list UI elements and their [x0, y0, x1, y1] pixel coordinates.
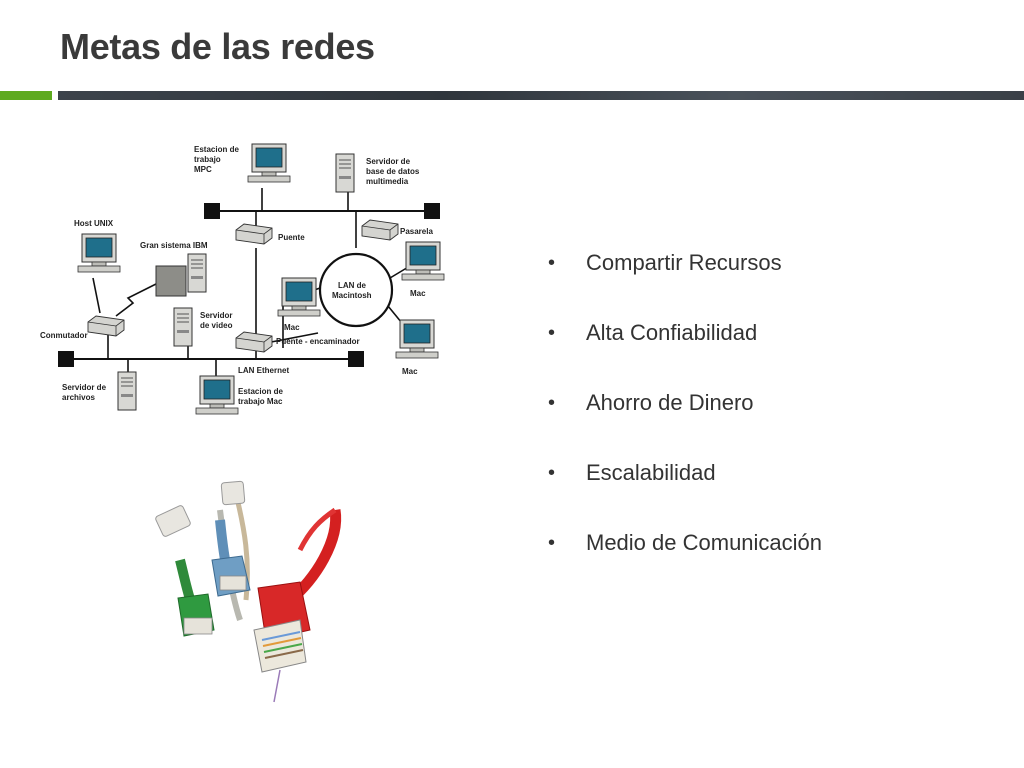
- label-estacion-mpc: Estacion de trabajo MPC: [194, 145, 241, 174]
- gateway-icon: [361, 219, 399, 241]
- title-accent-bar: [0, 91, 52, 100]
- macintosh-lan-ring: [318, 252, 394, 328]
- bus-terminator: [348, 351, 364, 367]
- bus-terminator: [204, 203, 220, 219]
- label-mac-3: Mac: [402, 367, 418, 376]
- bullet-text: Compartir Recursos: [586, 250, 782, 275]
- title-divider-bar: [58, 91, 1024, 100]
- label-host-unix: Host UNIX: [74, 219, 114, 228]
- multimedia-db-server-icon: [335, 153, 355, 193]
- bullet-text: Alta Confiabilidad: [586, 320, 758, 345]
- bullet-item: • Escalabilidad: [548, 454, 822, 524]
- bus-terminator: [424, 203, 440, 219]
- network-diagram: Estacion de trabajo MPC Servidor de base…: [40, 143, 445, 415]
- ibm-mainframe-icon: [155, 265, 187, 297]
- label-pasarela: Pasarela: [400, 227, 433, 236]
- bus-terminator: [58, 351, 74, 367]
- label-servidor-bd: Servidor de base de datos multimedia: [366, 157, 422, 186]
- label-puente-encaminador: Puente - encaminador: [276, 337, 360, 346]
- label-conmutador: Conmutador: [40, 331, 88, 340]
- label-puente: Puente: [278, 233, 305, 242]
- bullet-text: Ahorro de Dinero: [586, 390, 754, 415]
- bullet-item: • Ahorro de Dinero: [548, 384, 822, 454]
- bullet-glyph: •: [548, 462, 556, 484]
- mac-icon: [277, 277, 321, 317]
- bullet-item: • Alta Confiabilidad: [548, 314, 822, 384]
- label-estacion-mac: Estacion de trabajo Mac: [238, 387, 285, 406]
- bullet-glyph: •: [548, 392, 556, 414]
- switch-icon: [87, 315, 125, 337]
- unix-host-icon: [77, 233, 121, 273]
- bullet-item: • Medio de Comunicación: [548, 524, 822, 594]
- label-mac-2: Mac: [284, 323, 300, 332]
- bullet-glyph: •: [548, 252, 556, 274]
- label-lan-mac: LAN de Macintosh: [332, 281, 372, 300]
- mac-icon: [401, 241, 445, 281]
- workstation-mpc-icon: [247, 143, 291, 183]
- video-server-icon: [173, 307, 193, 347]
- label-gran-sistema: Gran sistema IBM: [140, 241, 208, 250]
- label-mac-1: Mac: [410, 289, 426, 298]
- bullet-glyph: •: [548, 532, 556, 554]
- bridge-router-icon: [235, 331, 273, 353]
- bullet-text: Escalabilidad: [586, 460, 716, 485]
- bridge-icon: [235, 223, 273, 245]
- label-lan-ethernet: LAN Ethernet: [238, 366, 289, 375]
- workstation-mac-icon: [195, 375, 239, 415]
- label-servidor-video: Servidor de video: [200, 311, 235, 330]
- goals-bullet-list: • Compartir Recursos • Alta Confiabilida…: [548, 244, 822, 594]
- slide-title: Metas de las redes: [60, 26, 375, 67]
- file-server-icon: [117, 371, 137, 411]
- bullet-text: Medio de Comunicación: [586, 530, 823, 555]
- bullet-glyph: •: [548, 322, 556, 344]
- ethernet-cables-image: [155, 480, 342, 703]
- label-servidor-archivos: Servidor de archivos: [62, 383, 108, 402]
- bullet-item: • Compartir Recursos: [548, 244, 822, 314]
- mac-icon: [395, 319, 439, 359]
